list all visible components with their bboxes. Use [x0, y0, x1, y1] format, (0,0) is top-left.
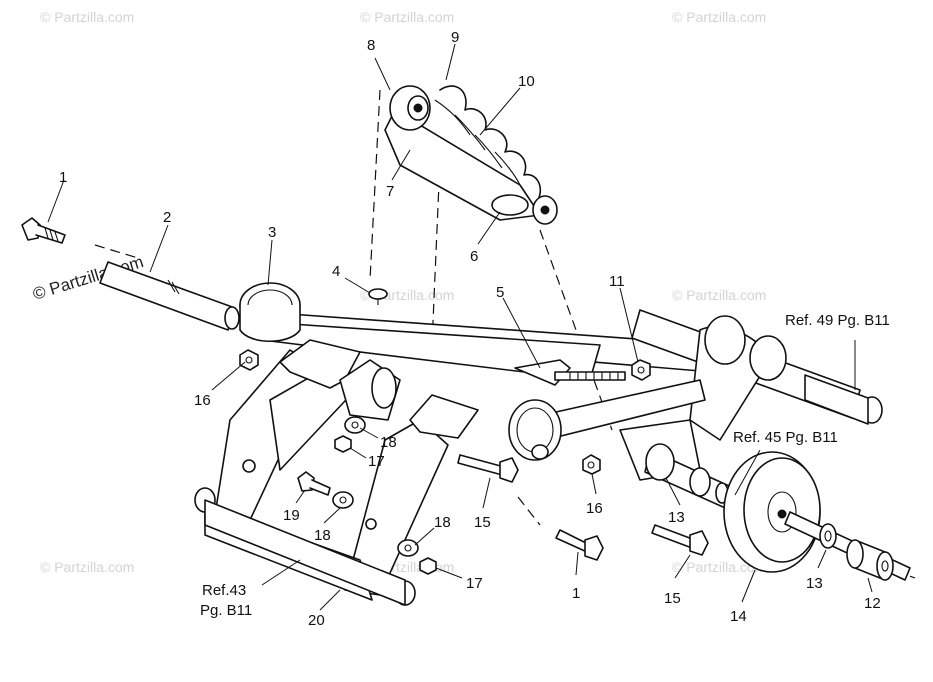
label-4: 4 — [332, 263, 340, 280]
watermark: © Partzilla.com — [40, 9, 134, 25]
nuts-16 — [239, 349, 601, 475]
torsion-clip-5 — [514, 359, 626, 386]
label-16-left: 16 — [194, 392, 211, 409]
label-15-right: 15 — [664, 590, 681, 607]
bolt-1-top — [21, 217, 66, 244]
brackets — [279, 339, 479, 439]
label-19: 19 — [283, 507, 300, 524]
label-8: 8 — [367, 37, 375, 54]
label-11: 11 — [609, 273, 625, 290]
bolts-15 — [457, 454, 709, 556]
label-13-lower: 13 — [806, 575, 823, 592]
ref-43-line1: Ref.43 — [202, 582, 246, 599]
label-10: 10 — [518, 73, 535, 90]
idler-wheel-assembly — [644, 443, 911, 581]
rail-cap-left — [239, 282, 301, 342]
label-12: 12 — [864, 595, 881, 612]
bolt-19 — [297, 471, 331, 496]
watermark: © Partzilla.com — [672, 9, 766, 25]
part-labels: 1 2 3 4 8 9 10 7 6 5 11 16 18 17 15 16 1… — [59, 29, 881, 629]
rear-cross-shaft — [631, 309, 883, 441]
screw-4 — [368, 288, 388, 305]
reference-labels: Ref. 49 Pg. B11 Ref. 45 Pg. B11 Ref.43 P… — [200, 312, 890, 619]
label-17-bottom: 17 — [466, 575, 483, 592]
label-15-left: 15 — [474, 514, 491, 531]
ref-45: Ref. 45 Pg. B11 — [733, 429, 838, 446]
watermark: © Partzilla.com — [672, 287, 766, 303]
label-1-top: 1 — [59, 169, 67, 186]
label-18-right: 18 — [434, 514, 451, 531]
watermark: © Partzilla.com — [672, 559, 766, 575]
label-17-top: 17 — [368, 453, 385, 470]
watermark: © Partzilla.com — [40, 559, 134, 575]
spacer-tube — [99, 261, 240, 331]
label-14: 14 — [730, 608, 747, 625]
label-6: 6 — [470, 248, 478, 265]
label-18-top: 18 — [380, 434, 397, 451]
leader-lines — [47, 43, 873, 611]
label-16-right: 16 — [586, 500, 603, 517]
label-9: 9 — [451, 29, 459, 46]
torque-arm-links — [194, 349, 449, 606]
ref-43-line2: Pg. B11 — [200, 602, 252, 619]
label-7: 7 — [386, 183, 394, 200]
label-13-upper: 13 — [668, 509, 685, 526]
rail-cap-right — [508, 399, 562, 461]
bolt-1-lower — [555, 529, 604, 561]
label-18-left: 18 — [314, 527, 331, 544]
label-2: 2 — [163, 209, 171, 226]
label-20: 20 — [308, 612, 325, 629]
label-5: 5 — [496, 284, 504, 301]
watermark: © Partzilla.com — [360, 9, 454, 25]
nut-11 — [631, 359, 651, 381]
ref-49: Ref. 49 Pg. B11 — [785, 312, 890, 329]
washers-nuts — [332, 416, 437, 575]
label-3: 3 — [268, 224, 276, 241]
label-1-lower: 1 — [572, 585, 580, 602]
shock-absorber — [384, 85, 558, 225]
